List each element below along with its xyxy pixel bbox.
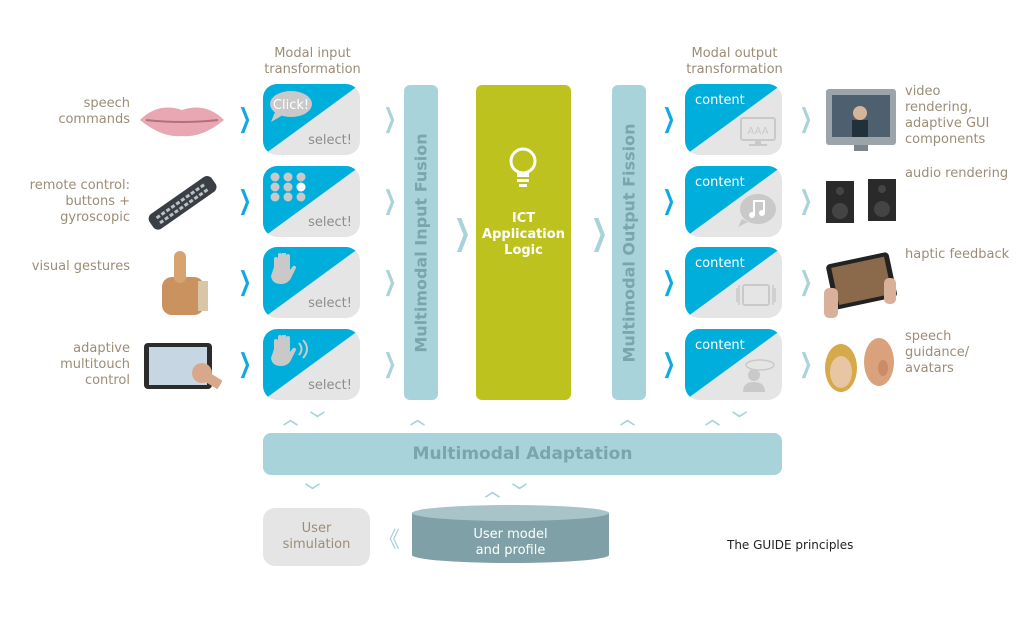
card-text: content (695, 175, 745, 190)
output-fission-label: Multimodal Output Fission (619, 123, 639, 362)
core-title: ICT Application Logic (482, 211, 565, 258)
hand-icon (269, 252, 299, 291)
svg-text:AAA: AAA (747, 126, 768, 137)
chevron-right-icon: ❯ (662, 267, 676, 297)
down-chevron-icon: ﹀ (310, 410, 326, 428)
up-chevron-icon: ︿ (620, 410, 636, 428)
input-transformation-card: select! (263, 166, 360, 237)
chevron-right-icon: ❯ (238, 349, 252, 379)
hand-wave-icon (269, 334, 313, 373)
up-chevron-icon: ︿ (410, 410, 426, 428)
output-transformation-header: Modal output transformation (686, 46, 783, 77)
user-model-cylinder: User model and profile (412, 505, 609, 568)
multimodal-adaptation-bar: Multimodal Adaptation (263, 433, 782, 475)
up-chevron-icon: ︿ (485, 482, 501, 500)
chevron-right-icon: ❯ (383, 186, 397, 216)
ict-application-logic-block: ICT Application Logic (476, 85, 571, 400)
avatars-image (822, 329, 900, 401)
input-transformation-card: Click! select! (263, 84, 360, 155)
input-fusion-bar: Multimodal Input Fusion (404, 85, 438, 400)
input-label: speech commands (58, 96, 130, 127)
input-transformation-card: select! (263, 247, 360, 318)
thumbs-up-image (137, 247, 227, 319)
chevron-right-icon: ❯ (662, 104, 676, 134)
chevron-right-icon: ❯ (238, 104, 252, 134)
input-fusion-label: Multimodal Input Fusion (411, 132, 431, 353)
input-transformation-header: Modal input transformation (264, 46, 361, 77)
output-label: speech guidance/ avatars (905, 329, 970, 376)
up-chevron-icon: ︿ (705, 410, 721, 428)
chevron-right-icon: ❯ (799, 104, 813, 134)
input-label: adaptive multitouch control (60, 341, 130, 388)
chevron-right-icon: ❯ (383, 349, 397, 379)
output-transformation-card: content (685, 329, 782, 400)
chevron-right-icon: ❯ (383, 267, 397, 297)
output-label: video rendering, adaptive GUI components (905, 84, 990, 147)
music-note-icon (736, 193, 776, 233)
user-model-label: User model and profile (473, 527, 548, 558)
caption: The GUIDE principles (727, 538, 854, 552)
output-transformation-card: content (685, 247, 782, 318)
speakers-image (822, 166, 900, 238)
remote-control-image (137, 166, 227, 238)
vibrating-tablet-icon (736, 280, 776, 314)
chevron-right-icon: ❯ (799, 349, 813, 379)
chevron-right-icon: ❯ (238, 267, 252, 297)
chevron-right-icon: ❯ (662, 186, 676, 216)
card-text: content (695, 338, 745, 353)
card-text: content (695, 256, 745, 271)
chevron-right-icon: ❯ (590, 213, 608, 253)
output-label: haptic feedback (905, 247, 1010, 262)
avatar-speech-icon (736, 358, 776, 396)
output-label: audio rendering (905, 166, 1009, 181)
card-text: select! (308, 378, 352, 393)
chevron-right-icon: ❯ (453, 213, 471, 253)
card-text: select! (308, 296, 352, 311)
chevron-right-icon: ❯ (383, 104, 397, 134)
card-text: select! (308, 215, 352, 230)
output-transformation-card: content (685, 166, 782, 237)
svg-text:Click!: Click! (273, 98, 309, 113)
input-label: visual gestures (31, 259, 130, 274)
input-transformation-card: select! (263, 329, 360, 400)
down-chevron-icon: ﹀ (512, 482, 528, 500)
chevron-right-icon: ❯ (799, 186, 813, 216)
tablet-hands-image (822, 247, 900, 319)
card-text: content (695, 93, 745, 108)
speech-bubble-icon: Click! (269, 90, 313, 128)
down-chevron-icon: ﹀ (732, 410, 748, 428)
chevron-right-icon: ❯ (799, 267, 813, 297)
tablet-touch-image (137, 329, 227, 401)
chevron-right-icon: ❯ (662, 349, 676, 379)
up-chevron-icon: ︿ (283, 410, 299, 428)
down-chevron-icon: ﹀ (305, 482, 321, 500)
tv-image (822, 84, 900, 156)
card-text: select! (308, 133, 352, 148)
lips-image (137, 84, 227, 156)
output-fission-bar: Multimodal Output Fission (612, 85, 646, 400)
lightbulb-icon (509, 147, 537, 187)
keypad-icon (269, 172, 309, 206)
monitor-text-icon: AAA (740, 117, 776, 151)
chevron-right-icon: ❯ (238, 186, 252, 216)
user-simulation-box: User simulation (263, 508, 370, 566)
input-label: remote control: buttons + gyroscopic (29, 178, 130, 225)
chevron-left-icon: 《 (378, 528, 401, 553)
